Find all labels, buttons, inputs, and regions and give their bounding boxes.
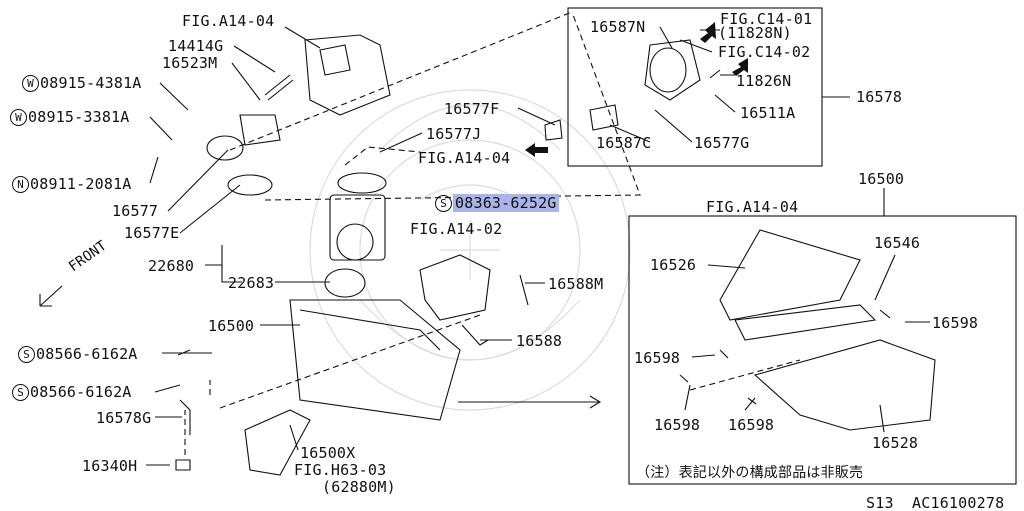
label-fig-a14-04-right[interactable]: FIG.A14-04: [706, 198, 799, 216]
label-16500-main: 16500: [208, 317, 255, 335]
label-16500x: 16500X: [300, 444, 356, 462]
label-fig-a14-02[interactable]: FIG.A14-02: [410, 220, 503, 238]
s-marker-icon: S: [435, 195, 452, 212]
label-16577f: 16577F: [444, 100, 500, 118]
label-16587c: 16587C: [596, 134, 652, 152]
w-marker-icon: W: [22, 75, 39, 92]
label-14414g: 14414G: [168, 37, 224, 55]
s-marker-icon: S: [12, 384, 29, 401]
label-16588: 16588: [516, 332, 563, 350]
filled-arrows: [525, 22, 748, 157]
footer-diagram-id: AC16100278: [912, 494, 1005, 511]
s-marker-icon: S: [18, 346, 35, 363]
highlighted-part-code: 08363-6252G: [453, 194, 559, 212]
component-sketches: [175, 29, 936, 476]
label-16578: 16578: [856, 88, 903, 106]
label-16577g: 16577G: [694, 134, 750, 152]
label-16588m: 16588M: [548, 275, 604, 293]
label-22683: 22683: [228, 274, 275, 292]
box-16500-detail: [628, 215, 1017, 485]
box-16578: [567, 7, 823, 167]
label-22680: 22680: [148, 257, 195, 275]
label-fig-c14-02[interactable]: FIG.C14-02: [718, 43, 811, 61]
label-16526: 16526: [650, 256, 697, 274]
label-16577j: 16577J: [426, 125, 482, 143]
label-16598-left: 16598: [634, 349, 681, 367]
label-62880m: (62880M): [322, 478, 396, 496]
label-11828n: (11828N): [718, 24, 792, 42]
label-16528: 16528: [872, 434, 919, 452]
label-16577e: 16577E: [124, 224, 180, 242]
label-fig-a14-04-top[interactable]: FIG.A14-04: [182, 12, 275, 30]
label-11826n: 11826N: [736, 72, 792, 90]
label-16340h: 16340H: [82, 457, 138, 475]
label-16598-bottom-left: 16598: [654, 416, 701, 434]
label-16546: 16546: [874, 234, 921, 252]
label-16523m: 16523M: [162, 54, 218, 72]
footer-section-code: S13: [866, 494, 894, 511]
label-16587n: 16587N: [590, 18, 646, 36]
label-16598-right: 16598: [932, 314, 979, 332]
direction-arrows: [39, 285, 602, 409]
n-marker-icon: N: [12, 176, 29, 193]
label-16511a: 16511A: [740, 104, 796, 122]
label-16500-detail: 16500: [858, 170, 905, 188]
note-non-sale-parts: （注）表記以外の構成部品は非販売: [636, 465, 864, 481]
label-fig-h63-03[interactable]: FIG.H63-03: [294, 461, 387, 479]
label-fig-c14-01[interactable]: FIG.C14-01: [720, 10, 813, 28]
label-16577: 16577: [112, 202, 159, 220]
label-16598-bottom-mid: 16598: [728, 416, 775, 434]
label-16578g: 16578G: [96, 409, 152, 427]
label-fig-a14-04-mid[interactable]: FIG.A14-04: [418, 149, 511, 167]
w-marker-icon: W: [10, 109, 27, 126]
